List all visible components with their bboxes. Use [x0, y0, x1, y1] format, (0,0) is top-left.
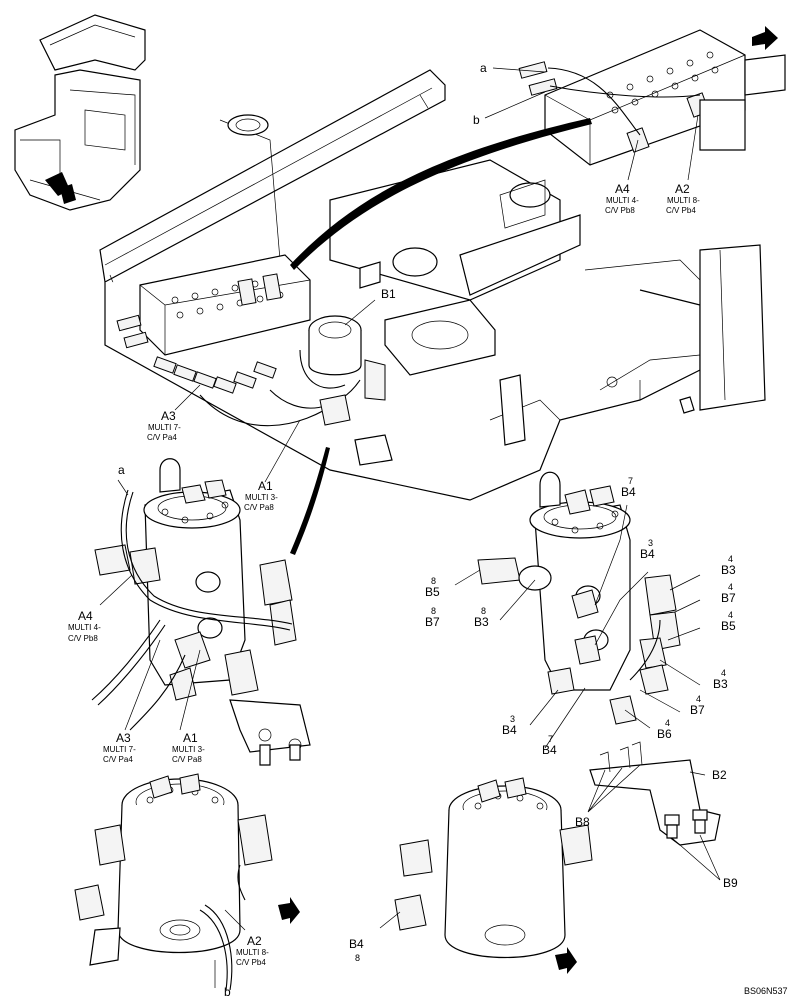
- label-a1-mid-line2: C/V Pa8: [244, 503, 274, 512]
- leader-lines: [99, 67, 721, 988]
- label-b1: B1: [381, 287, 396, 301]
- label-b3-low: B3: [713, 677, 728, 691]
- label-a2-low: A2: [247, 934, 262, 948]
- label-b4-top: B4: [621, 485, 636, 499]
- label-b4-bottom-num: 8: [355, 953, 360, 963]
- label-b7-left: B7: [425, 615, 440, 629]
- left-lower-arrow-icon: [278, 897, 300, 924]
- label-a4-left: A4: [78, 609, 93, 623]
- swing-motor-inset: [299, 315, 393, 466]
- label-b4-low7: B4: [542, 743, 557, 757]
- label-a3-mid: A3: [161, 409, 176, 423]
- label-a3-low: A3: [116, 731, 131, 745]
- label-a-left: a: [118, 463, 125, 477]
- label-b9: B9: [723, 876, 738, 890]
- label-b3-right: B3: [721, 563, 736, 577]
- swing-motor-right-lower: [394, 777, 593, 974]
- right-lower-arrow-icon: [555, 947, 577, 974]
- label-a3-mid-line1: MULTI 7-: [148, 423, 181, 432]
- label-b5-left: B5: [425, 585, 440, 599]
- label-a2-top-line2: C/V Pb4: [666, 206, 696, 215]
- label-a-top: a: [480, 61, 487, 75]
- control-valve-main: [116, 254, 361, 427]
- label-b6: B6: [657, 727, 672, 741]
- label-a2-top-line1: MULTI 8-: [667, 196, 700, 205]
- label-b8: B8: [575, 815, 590, 829]
- label-a2-low-line1: MULTI 8-: [236, 948, 269, 957]
- label-b4-low3-num: 3: [510, 714, 515, 724]
- label-b4-top-num: 7: [628, 476, 633, 486]
- label-b6-num: 4: [665, 718, 670, 728]
- label-b4-low3: B4: [502, 723, 517, 737]
- label-b7-low-num: 4: [696, 694, 701, 704]
- label-b4-low7-num: 7: [548, 734, 553, 744]
- swing-motor-right-detail: [477, 471, 681, 725]
- label-b-low: b: [224, 985, 231, 999]
- label-b7-right: B7: [721, 591, 736, 605]
- swing-motor-left-lower: [74, 773, 300, 991]
- label-b4-2: B4: [640, 547, 655, 561]
- control-valve-fittings: [116, 273, 282, 394]
- machine-thumbnail: [14, 14, 146, 211]
- label-a4-left-line1: MULTI 4-: [68, 623, 101, 632]
- label-a3-low-line1: MULTI 7-: [103, 745, 136, 754]
- label-a3-mid-line2: C/V Pa4: [147, 433, 177, 442]
- label-a4-top-line1: MULTI 4-: [606, 196, 639, 205]
- label-a1-low-line1: MULTI 3-: [172, 745, 205, 754]
- label-b3-low-num: 4: [721, 668, 726, 678]
- label-a2-low-line2: C/V Pb4: [236, 958, 266, 967]
- label-a3-low-line2: C/V Pa4: [103, 755, 133, 764]
- callout-labels: a b A4 MULTI 4- C/V Pb8 A2 MULTI 8- C/V …: [68, 61, 788, 999]
- label-b5-right-num: 4: [728, 610, 733, 620]
- label-a4-top-line2: C/V Pb8: [605, 206, 635, 215]
- label-b3-left-num: 8: [481, 606, 486, 616]
- swing-motor-left-detail: [91, 458, 311, 766]
- label-b-top: b: [473, 113, 480, 127]
- drawing-reference: BS06N537: [744, 986, 788, 996]
- label-b7-right-num: 4: [728, 582, 733, 592]
- label-a2-top: A2: [675, 182, 690, 196]
- label-b3-left: B3: [474, 615, 489, 629]
- label-b4-2-num: 3: [648, 538, 653, 548]
- control-valve-bolts: [171, 276, 284, 319]
- label-b2: B2: [712, 768, 727, 782]
- label-a4-top: A4: [615, 182, 630, 196]
- label-b7-left-num: 8: [431, 606, 436, 616]
- detail-arrow-icon: [752, 26, 778, 50]
- label-b3-right-num: 4: [728, 554, 733, 564]
- label-a1-low-line2: C/V Pa8: [172, 755, 202, 764]
- label-b5-left-num: 8: [431, 576, 436, 586]
- label-b4-bottom: B4: [349, 937, 364, 951]
- label-a4-left-line2: C/V Pb8: [68, 634, 98, 643]
- control-valve-detail: [518, 26, 786, 166]
- motor-bracket: [589, 741, 721, 846]
- label-b5-right: B5: [721, 619, 736, 633]
- label-b7-low: B7: [690, 703, 705, 717]
- label-a1-mid: A1: [258, 479, 273, 493]
- label-a1-mid-line1: MULTI 3-: [245, 493, 278, 502]
- label-a1-low: A1: [183, 731, 198, 745]
- detail-leader-band-lower: [290, 447, 330, 555]
